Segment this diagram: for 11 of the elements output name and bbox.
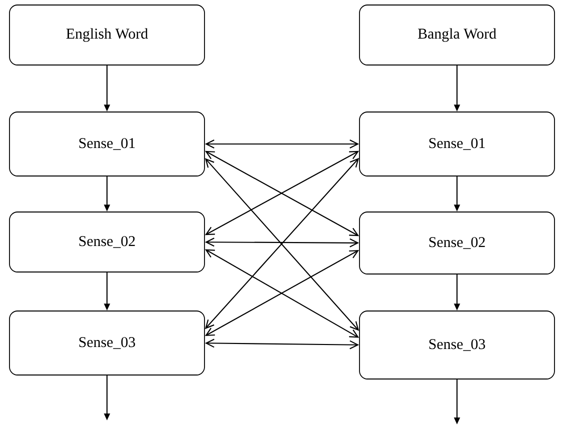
process-box: English Word bbox=[9, 4, 205, 66]
process-box: Sense_02 bbox=[9, 212, 205, 272]
process-box: Sense_02 bbox=[359, 212, 555, 274]
process-box: Sense_03 bbox=[359, 310, 555, 380]
arrow bbox=[204, 238, 360, 248]
arrow bbox=[204, 338, 360, 350]
process-box: Sense_03 bbox=[9, 310, 205, 376]
process-box: Sense_01 bbox=[359, 112, 555, 176]
arrow bbox=[204, 140, 360, 148]
process-box: Bangla Word bbox=[359, 4, 555, 66]
process-box: Sense_01 bbox=[9, 112, 205, 176]
